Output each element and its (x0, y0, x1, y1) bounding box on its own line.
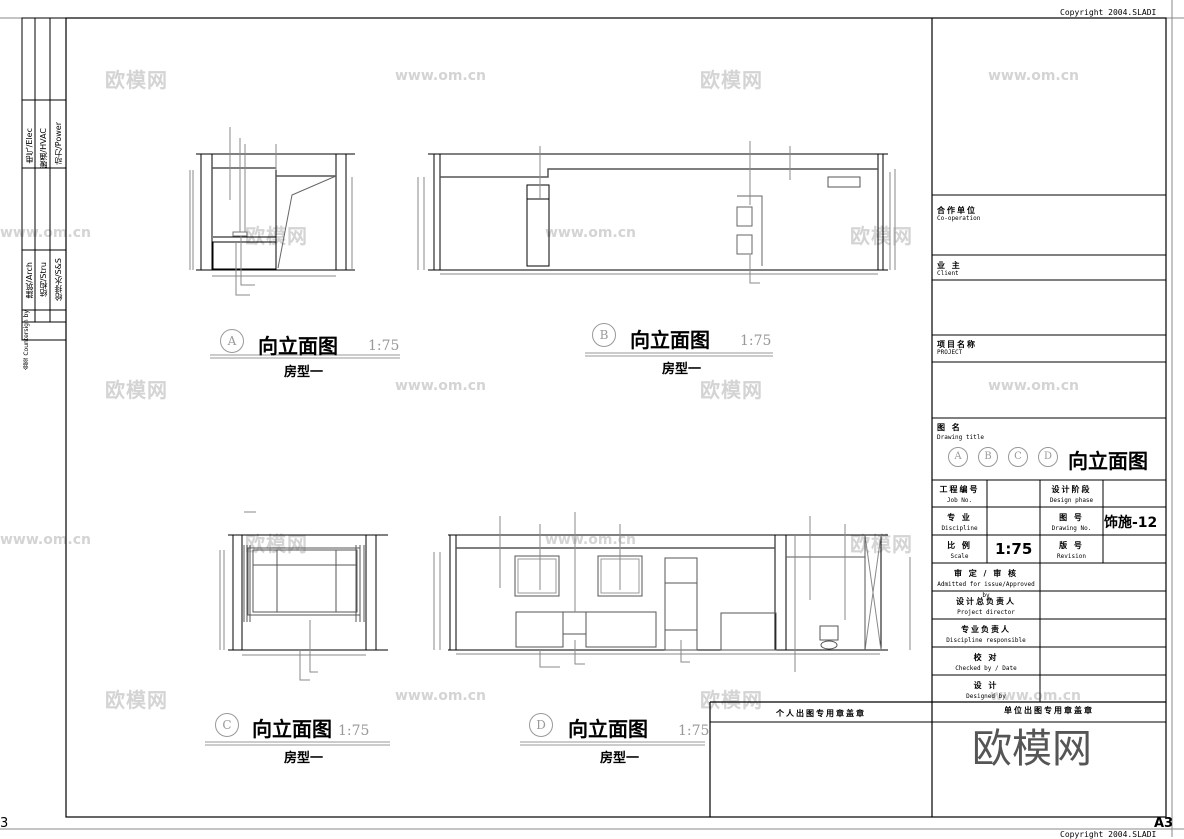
discipline-label-en: Discipline (941, 525, 978, 532)
elevation-c-subtitle: 房型一 (284, 751, 324, 766)
scale-label: 比 例 (947, 541, 972, 550)
elevation-b-heading: 向立面图 (630, 328, 710, 352)
client-label: 业 主 (937, 261, 962, 270)
unit-stamp-label: 单位出图专用章盖章 (1004, 706, 1094, 715)
countersign-strip (21, 17, 67, 341)
drawing-tag-d: D (1038, 447, 1058, 467)
elevation-d-scale: 1:75 (678, 723, 710, 739)
approved-label-en: Admitted for issue/Approved by (937, 581, 1035, 599)
drawing-tag-c: C (1008, 447, 1028, 467)
designed-label-en: Designed by (966, 693, 1006, 700)
elevation-c-drawing (219, 511, 388, 681)
project-label: 项目名称 (937, 340, 977, 349)
elevation-a-subtitle: 房型一 (284, 365, 324, 380)
discipline-power: 动力/Power (54, 122, 63, 165)
elevation-tag-d: D (529, 713, 553, 737)
cooperation-label-en: Co-operation (937, 215, 981, 222)
countersign-label: 会签 Countersign by (23, 310, 30, 370)
elevation-a-drawing (189, 127, 355, 296)
discipline-responsible-label: 专业负责人 (961, 625, 1011, 634)
design-phase-label-en: Design phase (1049, 497, 1094, 504)
personal-stamp-label: 个人出图专用章盖章 (776, 709, 866, 718)
approved-label: 审 定 / 审 核 (953, 569, 1019, 578)
discipline-label: 专 业 (947, 513, 972, 522)
client-label-en: Client (937, 270, 959, 277)
project-director-label-en: Project director (957, 609, 1015, 616)
designed-label: 设 计 (973, 681, 999, 690)
design-phase-label: 设计阶段 (1051, 485, 1092, 494)
drawing-no-value: 饰施-12 (1104, 515, 1158, 531)
drawing-tag-b: B (978, 447, 998, 467)
copyright-top: Copyright 2004.SLADI (1060, 8, 1157, 17)
elevation-a-heading: 向立面图 (258, 334, 338, 358)
scale-value: 1:75 (995, 540, 1033, 558)
elevation-b-subtitle: 房型一 (662, 362, 702, 377)
elevation-d-subtitle: 房型一 (600, 751, 640, 766)
elevation-a-scale: 1:75 (368, 338, 400, 354)
elevation-d-heading: 向立面图 (568, 717, 648, 741)
elevation-b-scale: 1:75 (740, 333, 772, 349)
paper-size: A3 (1154, 816, 1174, 831)
elevation-tag-c: C (215, 713, 239, 737)
drawing-no-label-en: Drawing No. (1051, 525, 1092, 532)
discipline-stru: 结构/Stru (39, 262, 48, 298)
revision-label: 版 号 (1059, 541, 1084, 550)
job-no-label: 工程编号 (939, 485, 980, 494)
drawing-tag-a: A (948, 447, 968, 467)
drawing-title-label-en: Drawing title (937, 434, 984, 441)
watermark-logo-large: 欧模网 (972, 726, 1092, 772)
discipline-responsible-label-en: Discipline responsible (946, 637, 1026, 644)
discipline-arch: 建筑/Arch (25, 262, 34, 299)
discipline-ss: 给排水/S&S (54, 258, 63, 302)
elevation-d-drawing (433, 512, 911, 672)
job-no-label-en: Job No. (946, 497, 973, 504)
cooperation-label: 合作单位 (937, 206, 977, 215)
elevation-tag-b: B (592, 323, 616, 347)
discipline-elec: 电气/Elec (25, 128, 34, 164)
corner-mark: 3 (0, 816, 9, 831)
drawing-title-value: 向立面图 (1068, 449, 1148, 473)
elevation-c-heading: 向立面图 (252, 717, 332, 741)
project-director-label: 设计总负责人 (956, 597, 1016, 606)
revision-label-en: Revision (1057, 553, 1086, 560)
elevation-tag-a: A (220, 329, 244, 353)
discipline-hvac: 暖通/HVAC (39, 128, 48, 169)
title-block-grid (709, 194, 1166, 817)
elevation-b-drawing (417, 141, 896, 284)
drawing-no-label: 图 号 (1059, 513, 1084, 522)
scale-label-en: Scale (950, 553, 969, 560)
checked-label-en: Checked by / Date (955, 665, 1017, 672)
elevation-c-scale: 1:75 (338, 723, 370, 739)
drawing-title-label: 图 名 (937, 423, 962, 432)
project-label-en: PROJECT (937, 349, 963, 356)
copyright-bottom: Copyright 2004.SLADI (1060, 830, 1157, 839)
checked-label: 校 对 (973, 653, 999, 662)
